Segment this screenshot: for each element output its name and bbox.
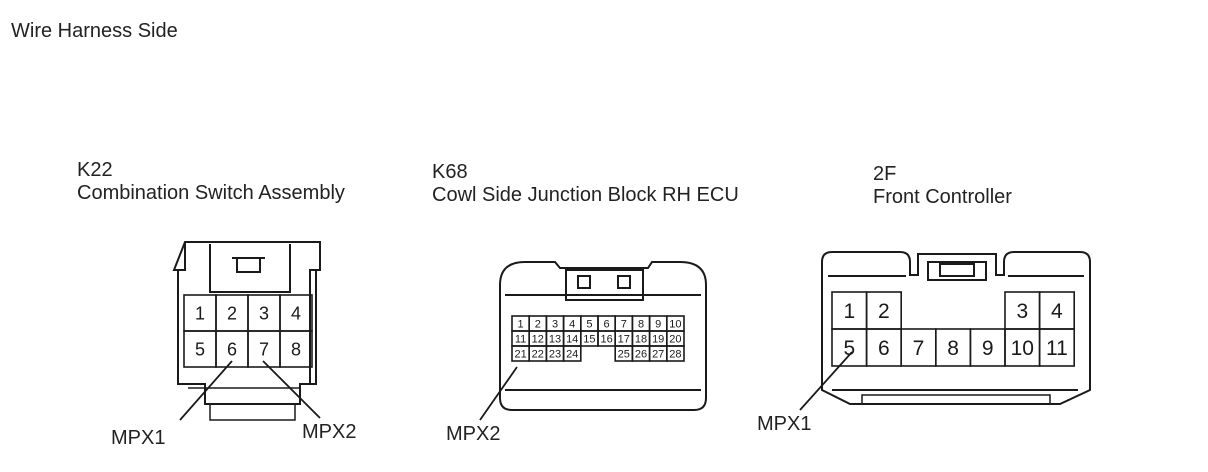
connector-code-k68: K68 xyxy=(432,161,468,183)
pin-label-k68-13: 13 xyxy=(549,333,561,345)
pin-label-2f-10: 10 xyxy=(1011,337,1034,360)
callout-line-k22-mpx1 xyxy=(179,360,233,421)
pin-cell-k68-28 xyxy=(665,345,685,362)
pin-label-k22-8: 8 xyxy=(291,339,301,359)
callout-line-k22-mpx2 xyxy=(262,360,321,419)
callout-lines xyxy=(179,351,853,421)
pin-label-k68-8: 8 xyxy=(638,318,644,330)
pin-label-k68-12: 12 xyxy=(532,333,544,345)
callout-line-k68-mpx2 xyxy=(479,366,518,421)
pin-label-2f-9: 9 xyxy=(982,337,994,360)
pin-label-k22-6: 6 xyxy=(227,339,237,359)
pin-label-2f-1: 1 xyxy=(843,300,855,323)
pin-label-2f-5: 5 xyxy=(843,337,855,360)
connector-body-2f xyxy=(821,251,1091,405)
pin-cell-k22-8 xyxy=(279,330,313,368)
pin-label-k68-16: 16 xyxy=(600,333,612,345)
callout-label-k68-mpx2: MPX2 xyxy=(446,423,501,445)
pin-label-k68-27: 27 xyxy=(652,348,664,360)
connector-body-k68 xyxy=(499,261,707,411)
pin-label-k22-1: 1 xyxy=(195,303,205,323)
connector-name-k68: Cowl Side Junction Block RH ECU xyxy=(432,184,739,206)
pin-label-k68-11: 11 xyxy=(515,333,526,345)
pin-label-k68-2: 2 xyxy=(535,318,541,330)
pin-label-k22-2: 2 xyxy=(227,303,237,323)
pin-label-2f-8: 8 xyxy=(947,337,959,360)
pin-label-k68-6: 6 xyxy=(604,318,610,330)
pin-label-k68-15: 15 xyxy=(583,333,595,345)
connector-name-k22: Combination Switch Assembly xyxy=(77,182,345,204)
connector-name-2f: Front Controller xyxy=(873,186,1012,208)
pin-label-k22-5: 5 xyxy=(195,339,205,359)
pin-label-2f-2: 2 xyxy=(878,300,890,323)
pin-label-k68-28: 28 xyxy=(669,348,681,360)
pin-label-k68-7: 7 xyxy=(621,318,627,330)
pin-label-k68-26: 26 xyxy=(635,348,647,360)
pin-label-k68-14: 14 xyxy=(566,333,578,345)
pin-label-k68-9: 9 xyxy=(655,318,661,330)
pin-label-k68-24: 24 xyxy=(566,348,578,360)
pin-label-k68-21: 21 xyxy=(514,348,526,360)
callout-label-k22-mpx1: MPX1 xyxy=(111,427,166,449)
pin-label-k22-4: 4 xyxy=(291,303,301,323)
pin-label-2f-3: 3 xyxy=(1016,300,1028,323)
pin-label-k68-19: 19 xyxy=(652,333,664,345)
connector-code-2f: 2F xyxy=(873,163,897,185)
pin-label-2f-6: 6 xyxy=(878,337,890,360)
callout-line-2f-mpx1 xyxy=(799,351,853,411)
pin-cell-k68-24 xyxy=(562,345,582,362)
pin-label-k68-23: 23 xyxy=(549,348,561,360)
callout-label-2f-mpx1: MPX1 xyxy=(757,413,812,435)
pin-label-k22-3: 3 xyxy=(259,303,269,323)
pin-label-k68-17: 17 xyxy=(618,333,630,345)
pin-label-k68-25: 25 xyxy=(618,348,630,360)
callout-label-k22-mpx2: MPX2 xyxy=(302,421,357,443)
pin-label-k68-5: 5 xyxy=(586,318,592,330)
pin-label-2f-11: 11 xyxy=(1046,337,1068,360)
pin-label-k68-3: 3 xyxy=(552,318,558,330)
pin-label-k68-1: 1 xyxy=(518,318,524,330)
pin-label-k68-10: 10 xyxy=(669,318,681,330)
pin-label-k68-18: 18 xyxy=(635,333,647,345)
connector-code-k22: K22 xyxy=(77,159,113,181)
pin-label-2f-7: 7 xyxy=(913,337,925,360)
pin-label-k68-20: 20 xyxy=(669,333,681,345)
pin-label-k22-7: 7 xyxy=(259,339,269,359)
pin-label-k68-4: 4 xyxy=(569,318,575,330)
pin-cell-2f-11 xyxy=(1038,328,1075,367)
page-title: Wire Harness Side xyxy=(11,20,178,42)
pin-label-2f-4: 4 xyxy=(1051,300,1063,323)
pin-label-k68-22: 22 xyxy=(532,348,544,360)
connector-body-k22 xyxy=(172,241,321,421)
